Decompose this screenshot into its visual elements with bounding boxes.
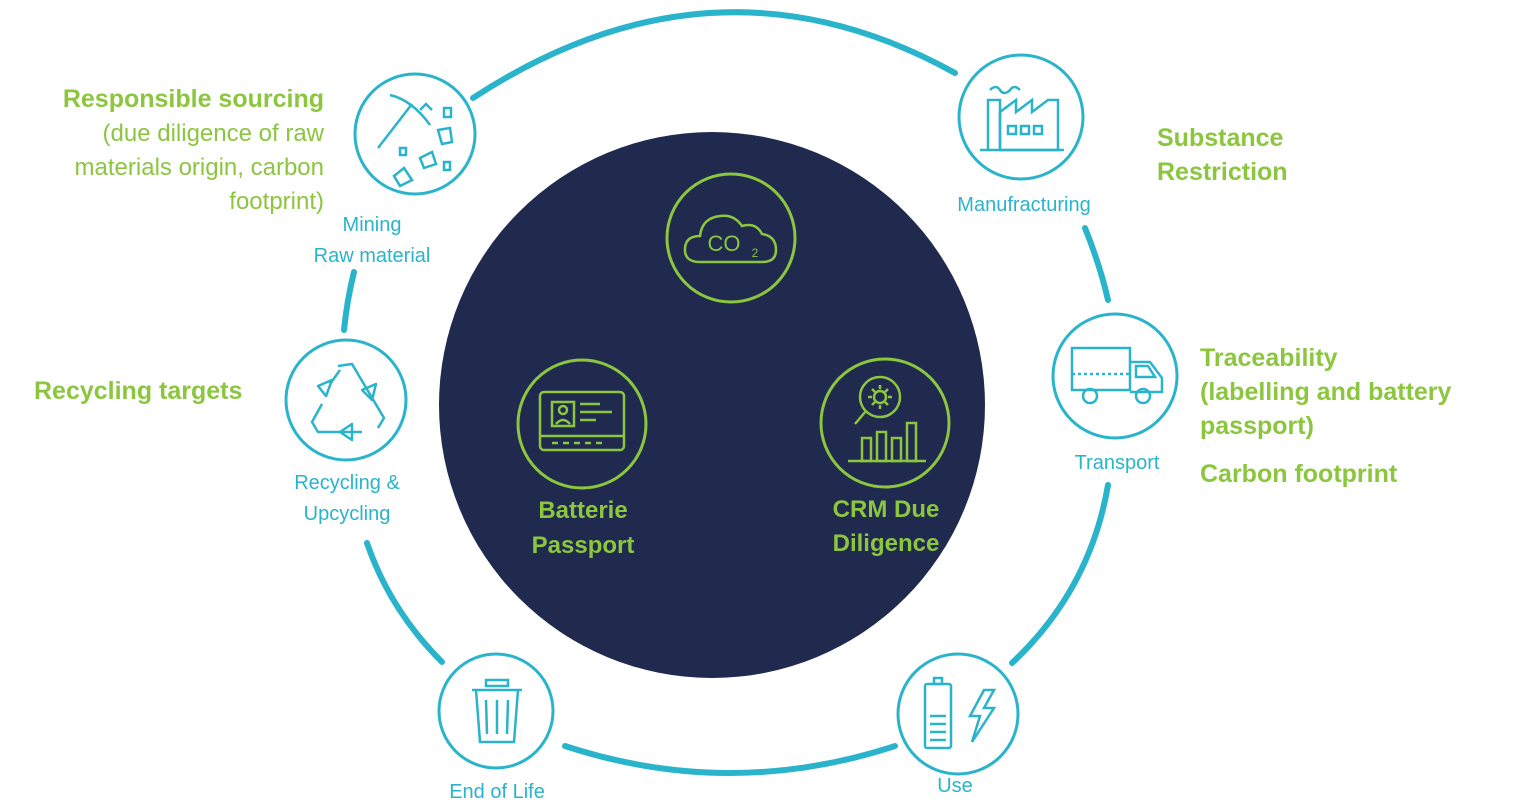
- co2-text: CO: [708, 231, 741, 256]
- responsible-sourcing-line3: footprint): [229, 188, 324, 215]
- recycling-label-line2: Upcycling: [304, 503, 391, 525]
- mining-label-line2: Raw material: [314, 245, 431, 267]
- requirement-responsible-sourcing: Responsible sourcing (due diligence of r…: [63, 85, 325, 215]
- co2-subscript: 2: [752, 246, 759, 260]
- co2-cloud-icon: CO 2: [665, 172, 797, 304]
- requirement-traceability: Traceability (labelling and battery pass…: [1200, 344, 1452, 488]
- responsible-sourcing-line1: (due diligence of raw: [103, 120, 325, 147]
- center-circle: [439, 132, 985, 678]
- requirement-recycling-targets: Recycling targets: [34, 377, 242, 405]
- recycling-targets-label: Recycling targets: [34, 377, 242, 405]
- transport-label: Transport: [1075, 452, 1160, 474]
- stage-transport: Transport: [1051, 312, 1179, 474]
- ring-arc-mining-manufacturing: [470, 9, 958, 101]
- ring-arc-transport-use: [1009, 482, 1111, 666]
- stage-mining: Mining Raw material: [314, 72, 477, 267]
- ring-arc-manufacturing-transport: [1082, 225, 1111, 303]
- factory-icon: [980, 85, 1064, 152]
- trash-bin-icon: [472, 678, 522, 744]
- end-of-life-label: End of Life: [449, 781, 545, 803]
- stage-end-of-life: End of Life: [437, 652, 555, 803]
- ring-arc-endoflife-recycling: [364, 540, 445, 665]
- responsible-sourcing-title: Responsible sourcing: [63, 85, 324, 113]
- stage-recycling: Recycling & Upcycling: [284, 338, 408, 525]
- traceability-line2: (labelling and battery: [1200, 378, 1452, 406]
- traceability-line1: Traceability: [1200, 344, 1338, 372]
- passport-label-line2: Passport: [532, 532, 635, 559]
- carbon-footprint-label: Carbon footprint: [1200, 460, 1398, 488]
- truck-icon: [1070, 346, 1164, 405]
- manufacturing-label: Manufracturing: [957, 194, 1090, 216]
- substance-line1: Substance: [1157, 124, 1284, 152]
- passport-label-line1: Batterie: [538, 497, 627, 524]
- gear-chart-icon: [819, 357, 951, 489]
- crm-label-line2: Diligence: [833, 530, 940, 557]
- substance-line2: Restriction: [1157, 158, 1288, 186]
- recycle-icon: [310, 362, 386, 442]
- recycling-label-line1: Recycling &: [294, 472, 400, 494]
- stage-use: Use: [896, 652, 1020, 797]
- responsible-sourcing-line2: materials origin, carbon: [75, 154, 324, 181]
- mining-label-line1: Mining: [343, 214, 402, 236]
- lifecycle-ring: [341, 9, 1111, 776]
- stage-manufacturing: Manufracturing: [957, 53, 1091, 216]
- use-label: Use: [937, 775, 973, 797]
- ring-arc-recycling-mining: [341, 269, 357, 333]
- ring-arc-use-endoflife: [562, 743, 898, 776]
- traceability-line3: passport): [1200, 412, 1314, 440]
- id-card-icon: [516, 358, 648, 490]
- pickaxe-icon: [377, 93, 454, 188]
- crm-label-line1: CRM Due: [833, 496, 940, 523]
- battery-icon: [923, 676, 997, 750]
- requirement-substance-restriction: Substance Restriction: [1157, 124, 1288, 186]
